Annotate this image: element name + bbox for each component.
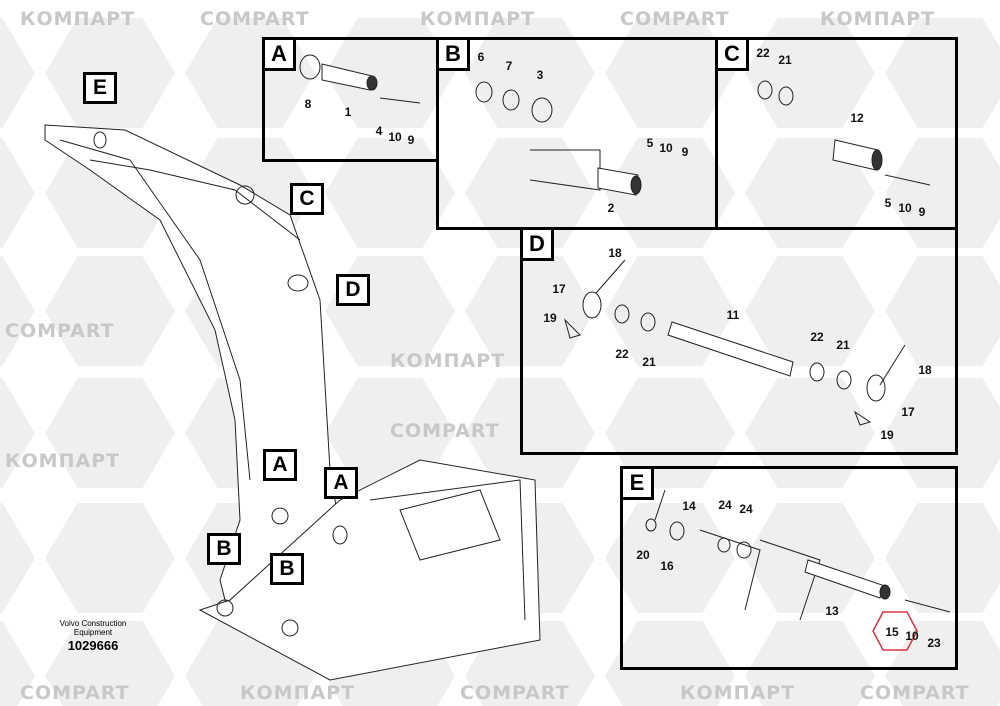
- detail-panel-d: D: [520, 227, 958, 455]
- part-callout: 19: [880, 428, 894, 442]
- part-callout: 9: [918, 205, 926, 219]
- part-callout: 18: [608, 246, 622, 260]
- part-callout: 9: [681, 145, 689, 159]
- panel-tag: D: [523, 230, 554, 261]
- panel-tag: E: [623, 469, 654, 500]
- part-callout: 18: [918, 363, 932, 377]
- drawing-number: 1029666: [67, 638, 119, 653]
- part-callout: 17: [552, 282, 566, 296]
- manufacturer-name-line2: Equipment: [73, 628, 113, 637]
- part-callout: 12: [850, 111, 864, 125]
- main-label-b: B: [207, 533, 241, 565]
- part-callout: 22: [756, 46, 770, 60]
- detail-panel-c: C: [715, 37, 958, 230]
- part-callout: 10: [905, 629, 919, 643]
- part-callout: 21: [778, 53, 792, 67]
- panel-tag: C: [718, 40, 749, 71]
- watermark-hexagon: [745, 256, 875, 366]
- part-callout: 14: [682, 499, 696, 513]
- panel-tag: B: [439, 40, 470, 71]
- watermark-hexagon: [745, 378, 875, 488]
- part-callout: 1: [344, 105, 352, 119]
- part-callout: 8: [304, 97, 312, 111]
- main-label-a: A: [263, 449, 297, 481]
- part-callout: 5: [884, 196, 892, 210]
- part-callout: 2: [607, 201, 615, 215]
- manufacturer-name: Volvo Construction: [59, 619, 127, 628]
- part-callout: 6: [477, 50, 485, 64]
- main-label-e: E: [83, 72, 117, 104]
- part-callout: 22: [810, 330, 824, 344]
- watermark-hexagon: [605, 503, 735, 613]
- part-callout: 21: [642, 355, 656, 369]
- main-label-a: A: [324, 467, 358, 499]
- part-callout: 11: [726, 308, 740, 322]
- part-callout: 22: [615, 347, 629, 361]
- part-callout: 19: [543, 311, 557, 325]
- watermark-hexagon: [45, 378, 175, 488]
- part-callout: 23: [927, 636, 941, 650]
- main-label-c: C: [290, 183, 324, 215]
- watermark-hexagon: [605, 18, 735, 128]
- highlight-hexagon: [872, 611, 918, 651]
- watermark-hexagon: [745, 18, 875, 128]
- part-callout: 13: [825, 604, 839, 618]
- part-callout: 20: [636, 548, 650, 562]
- watermark-hexagon: [45, 256, 175, 366]
- detail-panel-e: E: [620, 466, 958, 670]
- part-callout: 17: [901, 405, 915, 419]
- part-callout: 3: [536, 68, 544, 82]
- part-callout: 16: [660, 559, 674, 573]
- part-callout: 4: [375, 124, 383, 138]
- part-callout: 10: [388, 130, 402, 144]
- panel-tag: A: [265, 40, 296, 71]
- part-callout: 24: [718, 498, 732, 512]
- part-callout: 10: [898, 201, 912, 215]
- part-callout: 10: [659, 141, 673, 155]
- main-label-d: D: [336, 274, 370, 306]
- part-callout: 5: [646, 136, 654, 150]
- main-label-b: B: [270, 553, 304, 585]
- part-callout: 24: [739, 502, 753, 516]
- part-callout: 21: [836, 338, 850, 352]
- part-callout: 7: [505, 59, 513, 73]
- detail-panel-b: B: [436, 37, 718, 230]
- part-callout: 9: [407, 133, 415, 147]
- watermark-hexagon: [745, 503, 875, 613]
- part-callout: 15: [885, 625, 899, 639]
